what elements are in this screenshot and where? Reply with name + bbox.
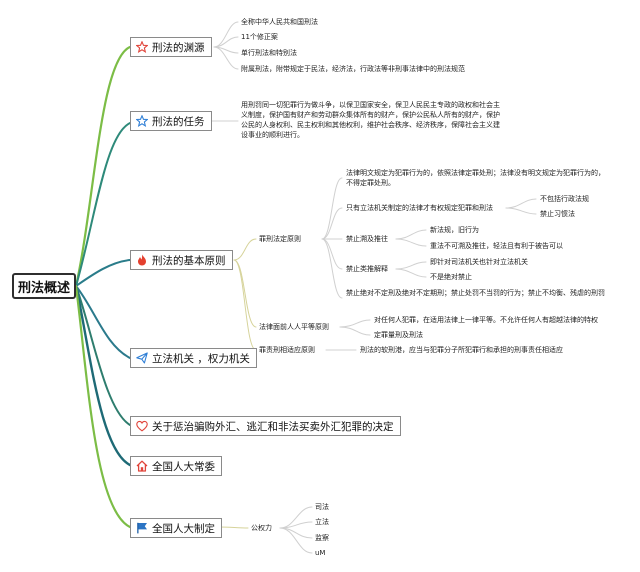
legality-only-legislature: 只有立法机关制定的法律才有权规定犯罪和刑法 (346, 204, 493, 212)
retroactivity-detail: 新法规，旧行为 (430, 226, 479, 234)
topic-legislative-organ[interactable]: 立法机关 ，权力机关 (130, 348, 257, 368)
tasks-text: 用刑罚同一切犯罪行为做斗争，以保卫国家安全，保卫人民民主专政的政权和社会主义制度… (241, 101, 500, 139)
npc-public-power: 公权力 (251, 524, 272, 532)
topic-npc-standing-committee[interactable]: 全国人大常委 (130, 456, 222, 476)
topic-label: 刑法的任务 (152, 115, 205, 128)
legality-indefinite: 禁止绝对不定刑及绝对不定期刑；禁止处罚不当罚的行为；禁止不均衡、残虐的刑罚 (346, 289, 605, 297)
legality-exclusion: 不包括行政法规 (540, 195, 589, 203)
source-item: 全称中华人民共和国刑法 (241, 18, 318, 26)
topic-label: 全国人大常委 (152, 460, 215, 473)
topic-label: 刑法的渊源 (152, 41, 205, 54)
home-icon (136, 460, 148, 472)
analogy-detail: 即针对司法机关也针对立法机关 (430, 258, 528, 266)
proportionality-text: 刑法的软刑港，应当与犯罪分子所犯罪行和承担的刑事责任相适应 (360, 346, 563, 354)
topic-npc-enacted[interactable]: 全国人大制定 (130, 518, 222, 538)
topic-label: 关于惩治骗购外汇、逃汇和非法买卖外汇犯罪的决定 (152, 420, 394, 433)
legality-no-retroactivity: 禁止溯及推往 (346, 235, 388, 243)
principle-legality: 罪刑法定原则 (259, 235, 301, 243)
npc-item: 立法 (315, 518, 329, 526)
source-item: 单行刑法和特别法 (241, 49, 297, 57)
retroactivity-detail: 重法不可溯及推往，轻法且有利于被告可以 (430, 242, 563, 250)
analogy-detail: 不是绝对禁止 (430, 273, 472, 281)
npc-item: 监察 (315, 534, 329, 542)
topic-label: 全国人大制定 (152, 522, 215, 535)
topic-basic-principles[interactable]: 刑法的基本原则 (130, 250, 233, 270)
star-outline-icon (136, 41, 148, 53)
legality-definition: 法律明文规定为犯罪行为的，依照法律定罪处刑；法律没有明文规定为犯罪行为的，不得定… (346, 169, 605, 187)
equality-detail: 定罪量刑及刑法 (374, 331, 423, 339)
npc-item: 司法 (315, 503, 329, 511)
equality-detail: 对任何人犯罪，在适用法律上一律平等。不允许任何人有超越法律的特权 (374, 316, 598, 324)
topic-foreign-exchange-decision[interactable]: 关于惩治骗购外汇、逃汇和非法买卖外汇犯罪的决定 (130, 416, 401, 436)
topic-criminal-law-sources[interactable]: 刑法的渊源 (130, 37, 212, 57)
source-item: 11个修正案 (241, 33, 278, 41)
flag-icon (136, 522, 148, 534)
legality-no-analogy: 禁止类推解释 (346, 265, 388, 273)
topic-criminal-law-tasks[interactable]: 刑法的任务 (130, 111, 212, 131)
topic-label: 刑法的基本原则 (152, 254, 226, 267)
star-blue-icon (136, 115, 148, 127)
legality-exclusion: 禁止习惯法 (540, 210, 575, 218)
npc-item: uM (315, 549, 326, 557)
principle-proportionality: 罪责刑相适应原则 (259, 346, 315, 354)
principle-equality: 法律面前人人平等原则 (259, 323, 329, 331)
heart-outline-icon (136, 420, 148, 432)
root-topic[interactable]: 刑法概述 (12, 273, 76, 299)
source-item: 附属刑法，附带规定于民法，经济法，行政法等非刑事法律中的刑法规范 (241, 65, 465, 73)
paper-plane-icon (136, 352, 148, 364)
flame-icon (136, 254, 148, 266)
topic-label: 立法机关 ，权力机关 (152, 352, 250, 365)
